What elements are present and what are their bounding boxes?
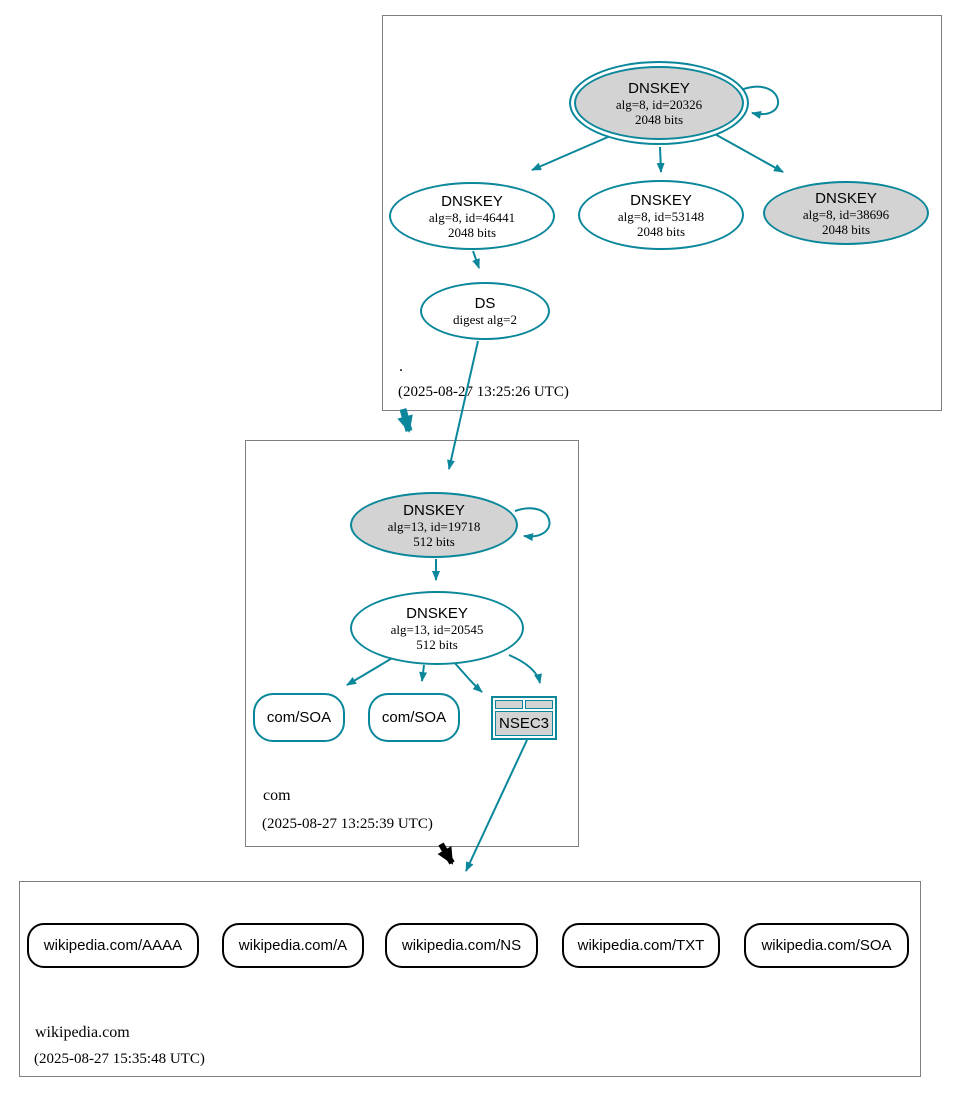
node-wikipedia-txt[interactable]: wikipedia.com/TXT <box>562 923 720 968</box>
node-com-soa-1[interactable]: com/SOA <box>253 693 345 742</box>
com-zsk-bits: 512 bits <box>416 636 458 652</box>
node-wikipedia-soa[interactable]: wikipedia.com/SOA <box>744 923 909 968</box>
com-ksk-bits: 512 bits <box>413 533 455 549</box>
com-ksk-title: DNSKEY <box>403 501 465 519</box>
nsec3-label: NSEC3 <box>495 711 553 736</box>
node-com-zsk-dnskey[interactable]: DNSKEY alg=13, id=20545 512 bits <box>350 591 524 665</box>
wikipedia-ns-label: wikipedia.com/NS <box>401 937 522 954</box>
node-com-soa-2[interactable]: com/SOA <box>368 693 460 742</box>
root-ksk-body: DNSKEY alg=8, id=20326 2048 bits <box>574 66 744 140</box>
root-zsk2-title: DNSKEY <box>630 191 692 209</box>
root-ksk2-bits: 2048 bits <box>821 221 871 237</box>
root-ds-title: DS <box>474 295 496 312</box>
wikipedia-aaaa-label: wikipedia.com/AAAA <box>43 937 183 954</box>
com-soa-1-label: com/SOA <box>266 709 332 726</box>
root-ksk2-alg-id: alg=8, id=38696 <box>802 206 890 222</box>
zone-box-com: com (2025-08-27 13:25:39 UTC) <box>245 440 579 847</box>
zone-name-root: . <box>399 358 403 375</box>
com-zsk-alg-id: alg=13, id=20545 <box>390 621 484 637</box>
zone-timestamp-root: (2025-08-27 13:25:26 UTC) <box>398 384 569 400</box>
root-zsk1-title: DNSKEY <box>441 192 503 210</box>
com-zsk-title: DNSKEY <box>406 604 468 622</box>
wikipedia-soa-label: wikipedia.com/SOA <box>761 937 892 954</box>
zone-box-root: . (2025-08-27 13:25:26 UTC) <box>382 15 942 411</box>
com-soa-2-label: com/SOA <box>381 709 447 726</box>
root-ksk-title: DNSKEY <box>628 79 690 97</box>
zone-name-com: com <box>263 787 291 804</box>
root-zsk1-bits: 2048 bits <box>447 224 497 240</box>
node-root-ksk-dnskey[interactable]: DNSKEY alg=8, id=20326 2048 bits <box>569 61 749 145</box>
zone-timestamp-wikipedia: (2025-08-27 15:35:48 UTC) <box>34 1051 205 1067</box>
node-com-nsec3[interactable]: NSEC3 <box>491 696 557 740</box>
com-ksk-alg-id: alg=13, id=19718 <box>387 518 481 534</box>
nsec3-header-cells <box>495 700 553 709</box>
edge-delegation-root-to-com <box>397 408 413 433</box>
root-ksk-bits: 2048 bits <box>634 111 684 127</box>
root-ksk2-title: DNSKEY <box>815 189 877 207</box>
wikipedia-txt-label: wikipedia.com/TXT <box>577 937 705 954</box>
node-root-ds[interactable]: DS digest alg=2 <box>420 282 550 340</box>
nsec3-cell-right <box>525 700 553 709</box>
root-zsk2-alg-id: alg=8, id=53148 <box>617 208 705 224</box>
root-ksk-alg-id: alg=8, id=20326 <box>615 96 703 112</box>
zone-box-wikipedia: wikipedia.com (2025-08-27 15:35:48 UTC) <box>19 881 921 1077</box>
node-root-ksk2-dnskey[interactable]: DNSKEY alg=8, id=38696 2048 bits <box>763 181 929 245</box>
nsec3-cell-left <box>495 700 523 709</box>
node-root-zsk1-dnskey[interactable]: DNSKEY alg=8, id=46441 2048 bits <box>389 182 555 250</box>
node-wikipedia-ns[interactable]: wikipedia.com/NS <box>385 923 538 968</box>
root-zsk2-bits: 2048 bits <box>636 223 686 239</box>
zone-name-wikipedia: wikipedia.com <box>35 1024 130 1041</box>
zone-timestamp-com: (2025-08-27 13:25:39 UTC) <box>262 816 433 832</box>
wikipedia-a-label: wikipedia.com/A <box>238 937 348 954</box>
root-zsk1-alg-id: alg=8, id=46441 <box>428 209 516 225</box>
node-wikipedia-a[interactable]: wikipedia.com/A <box>222 923 364 968</box>
node-wikipedia-aaaa[interactable]: wikipedia.com/AAAA <box>27 923 199 968</box>
root-ds-digest: digest alg=2 <box>452 312 518 327</box>
node-com-ksk-dnskey[interactable]: DNSKEY alg=13, id=19718 512 bits <box>350 492 518 558</box>
node-root-zsk2-dnskey[interactable]: DNSKEY alg=8, id=53148 2048 bits <box>578 180 744 250</box>
